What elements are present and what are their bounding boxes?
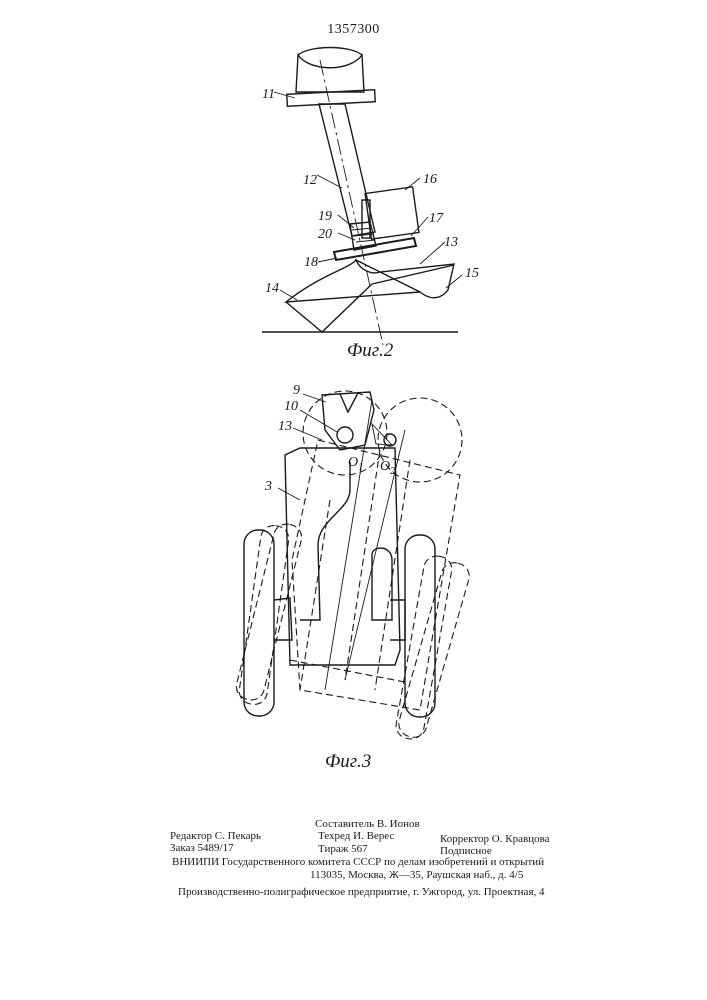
- caption-fig3: Фиг.3: [325, 751, 371, 772]
- pivot-10: [337, 427, 353, 443]
- label-11: 11: [262, 87, 275, 102]
- frame-slot-right: [372, 548, 392, 620]
- wheel-left-rotated-1: [238, 524, 291, 706]
- label-13: 13: [444, 235, 458, 250]
- label-18: 18: [304, 255, 318, 270]
- figure-2: 11 12 16 17 19 20 13 18 15 14 Фиг.2: [262, 48, 479, 362]
- footer-circulation: Тираж 567: [318, 843, 368, 856]
- wheel-right: [405, 535, 435, 717]
- footer-techred: Техред И. Верес: [318, 830, 394, 843]
- footer-address: 113035, Москва, Ж—35, Раушская наб., д. …: [310, 869, 523, 882]
- frame-rotated-lines: [300, 450, 410, 690]
- gear-9: [322, 392, 374, 450]
- footer-order: Заказ 5489/17: [170, 842, 234, 855]
- label-13-fig3: 13: [278, 419, 292, 434]
- label-15: 15: [465, 266, 479, 281]
- label-16: 16: [423, 172, 437, 187]
- footer-printer: Производственно-полиграфическое предприя…: [178, 886, 545, 899]
- block-16: [365, 187, 419, 239]
- leader-lines: [274, 92, 462, 300]
- label-10: 10: [284, 399, 298, 414]
- footer-vniipi: ВНИИПИ Государственного комитета СССР по…: [172, 856, 544, 869]
- wheel-right-rotated-2: [396, 560, 473, 741]
- label-o2: O2: [380, 459, 395, 477]
- cutter-14: [286, 284, 372, 332]
- wheel-left: [244, 530, 274, 716]
- label-12: 12: [303, 173, 317, 188]
- motor-break-line: [298, 48, 362, 56]
- gear-notch: [340, 393, 358, 412]
- label-14: 14: [265, 281, 279, 296]
- label-19: 19: [318, 209, 332, 224]
- label-17: 17: [429, 211, 444, 226]
- caption-fig2: Фиг.2: [347, 340, 394, 361]
- label-3: 3: [264, 479, 272, 494]
- frame-3: [285, 448, 400, 665]
- tool-13: [356, 260, 454, 298]
- figure-3: 9 10 13 3 O1 O2 Фиг.3: [234, 383, 473, 772]
- motor-housing: [296, 55, 364, 92]
- wheel-right-rotated-1: [394, 554, 454, 741]
- frame-slot-left: [300, 462, 350, 620]
- label-9: 9: [293, 383, 300, 398]
- label-20: 20: [318, 227, 332, 242]
